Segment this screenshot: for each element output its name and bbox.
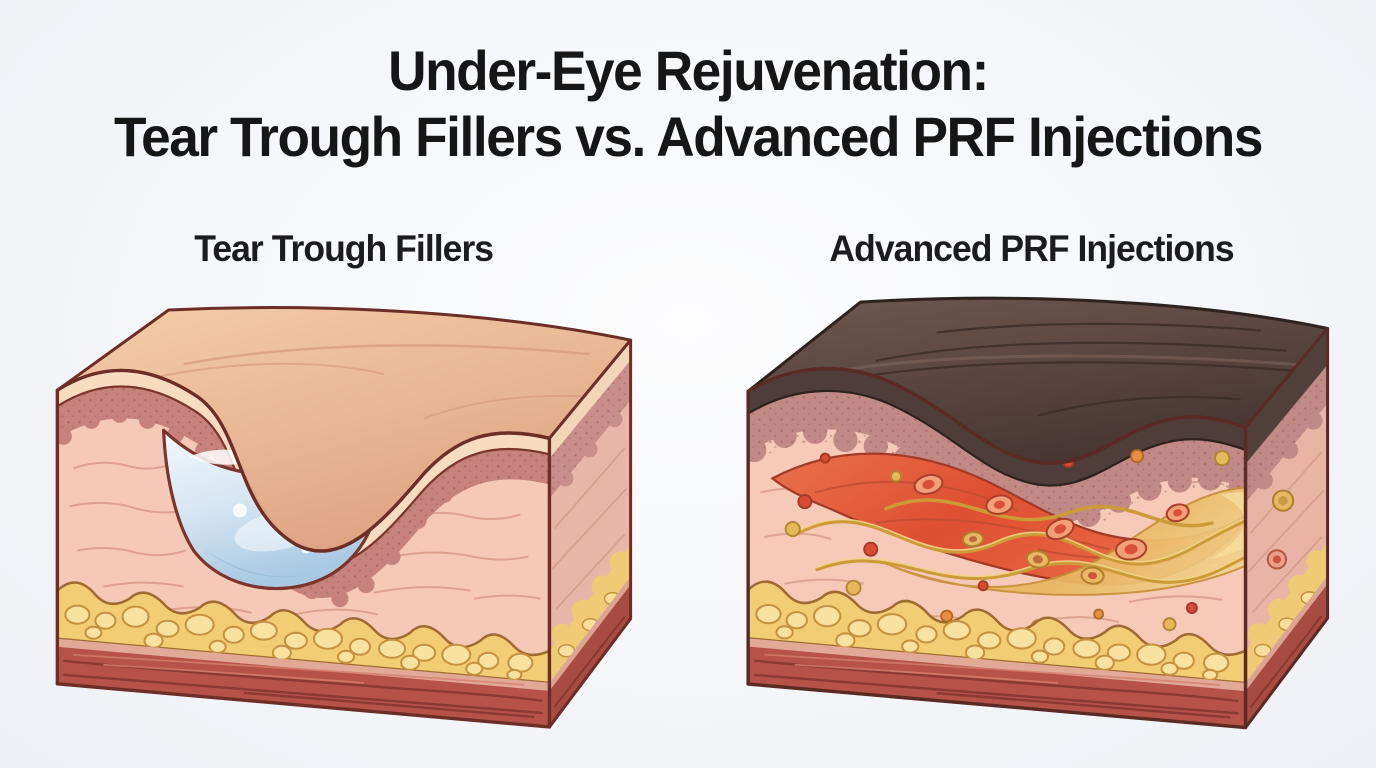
- skin-cross-section-prf-illustration: [730, 294, 1366, 762]
- prf-cells: [913, 473, 1190, 585]
- fillers-svg: [55, 306, 633, 729]
- muscle-layer: [57, 646, 550, 727]
- prf-gold-fibrin-band: [885, 486, 1246, 596]
- muscle-layer: [748, 646, 1246, 728]
- page-title: Under-Eye Rejuvenation: Tear Trough Fill…: [0, 38, 1376, 170]
- label-tear-trough-fillers: Tear Trough Fillers: [194, 228, 495, 269]
- front-face-layers: [748, 368, 1246, 728]
- panel-labels-row: Tear Trough Fillers Advanced PRF Injecti…: [0, 228, 1376, 270]
- prf-material: [770, 449, 1246, 634]
- side-face-cells: [1266, 489, 1295, 570]
- title-line-1: Under-Eye Rejuvenation:: [388, 39, 989, 102]
- fat-layer: [748, 580, 1246, 685]
- front-face-outline: [746, 366, 1248, 730]
- skin-cross-section-fillers-illustration: [42, 298, 666, 754]
- front-face-outline: [55, 368, 552, 729]
- prf-svg: [746, 296, 1330, 730]
- fat-layer: [57, 581, 550, 685]
- label-advanced-prf-injections: Advanced PRF Injections: [829, 228, 1235, 269]
- title-line-2: Tear Trough Fillers vs. Advanced PRF Inj…: [113, 105, 1263, 169]
